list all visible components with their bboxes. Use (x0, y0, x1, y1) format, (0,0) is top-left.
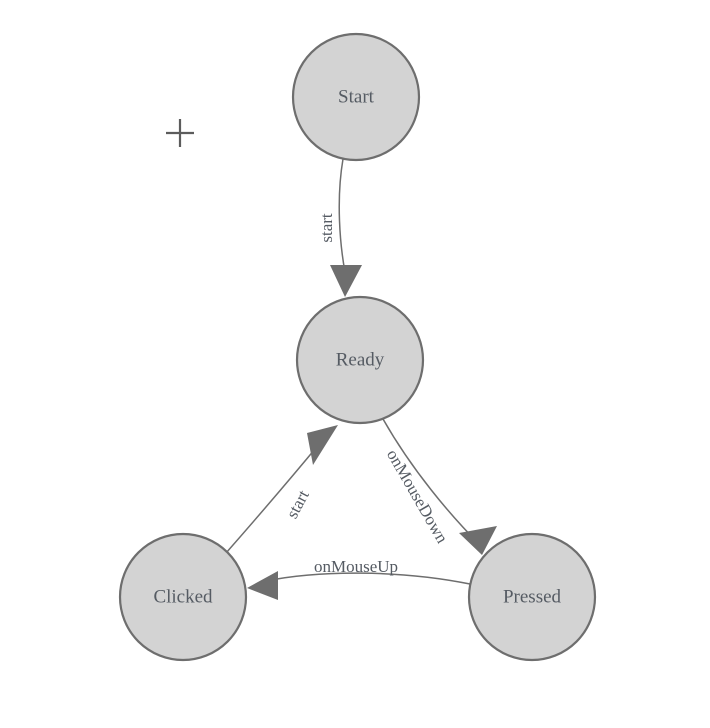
node-ready-circle (295, 295, 425, 425)
node-start[interactable]: Start (291, 32, 421, 162)
node-start-label: Start (338, 86, 375, 107)
node-ready[interactable]: Ready (295, 295, 425, 425)
edge-start-to-ready-path (338, 158, 346, 273)
edge-label-clicked-to-ready: start (282, 487, 313, 522)
edge-pressed-to-clicked-arrowhead (247, 571, 278, 600)
edge-ready-to-pressed-arrowhead (459, 526, 497, 555)
crosshair-icon[interactable] (166, 119, 194, 147)
node-clicked-label: Clicked (153, 586, 213, 607)
edge-label-pressed-to-clicked: onMouseUp (314, 557, 398, 576)
node-start-circle (291, 32, 421, 162)
node-clicked-circle (118, 532, 248, 662)
edge-label-start-to-ready: start (317, 213, 336, 243)
edge-clicked-to-ready[interactable]: start (225, 425, 338, 554)
edge-clicked-to-ready-arrowhead (307, 425, 338, 465)
edge-start-to-ready[interactable]: start (317, 158, 362, 297)
edge-pressed-to-clicked[interactable]: onMouseUp (247, 557, 471, 600)
node-pressed[interactable]: Pressed (467, 532, 597, 662)
node-pressed-circle (467, 532, 597, 662)
edge-label-ready-to-pressed: onMouseDown (383, 446, 452, 547)
node-clicked[interactable]: Clicked (118, 532, 248, 662)
node-pressed-label: Pressed (503, 586, 562, 607)
edge-start-to-ready-arrowhead (330, 265, 362, 297)
node-ready-label: Ready (336, 349, 385, 370)
edge-pressed-to-clicked-path (265, 572, 471, 585)
edge-ready-to-pressed[interactable]: onMouseDown (382, 418, 497, 555)
